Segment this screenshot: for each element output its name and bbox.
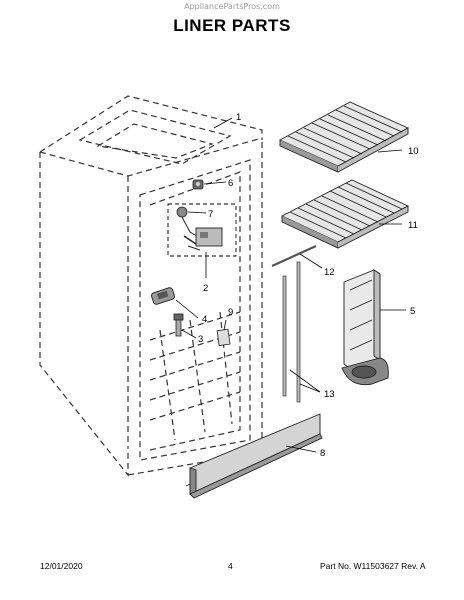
callout-12: 12	[324, 267, 335, 278]
footer-part-number: Part No. W11503627 Rev. A	[320, 561, 426, 571]
callout-1: 1	[236, 112, 241, 123]
part-9-label	[216, 328, 231, 347]
callout-13: 13	[324, 389, 335, 400]
callout-9: 9	[228, 307, 233, 318]
footer-date: 12/01/2020	[40, 561, 83, 571]
callout-6: 6	[228, 178, 233, 189]
part-7-control-assembly	[176, 206, 223, 251]
callout-10: 10	[408, 146, 419, 157]
footer-page-number: 4	[228, 561, 233, 571]
callout-11: 11	[408, 220, 418, 231]
callout-2: 2	[203, 283, 208, 294]
callout-labels: 1 6 7 2 4 9 3 10 11 12 5 13 8	[198, 112, 419, 459]
callout-5: 5	[410, 306, 415, 317]
part-5-air-duct	[341, 269, 389, 386]
part-13-rails	[282, 261, 301, 403]
part-4-switch	[151, 287, 175, 305]
part-11-wire-shelf	[280, 179, 410, 249]
callout-8: 8	[320, 448, 325, 459]
part-8-kick-plate	[185, 413, 323, 499]
part-12-rod	[271, 244, 317, 268]
callout-3: 3	[198, 334, 203, 345]
watermark: AppliancePartsPros.com	[184, 2, 280, 11]
callout-7: 7	[208, 209, 213, 220]
leader-lines	[175, 117, 406, 453]
callout-4: 4	[202, 314, 207, 325]
control-detail-box	[167, 203, 237, 257]
part-10-wire-shelf	[278, 101, 410, 173]
part-6-sensor	[192, 179, 204, 190]
page-title: LINER PARTS	[173, 16, 291, 35]
part-3-pin	[173, 313, 184, 337]
liner-cabinet	[39, 95, 263, 477]
